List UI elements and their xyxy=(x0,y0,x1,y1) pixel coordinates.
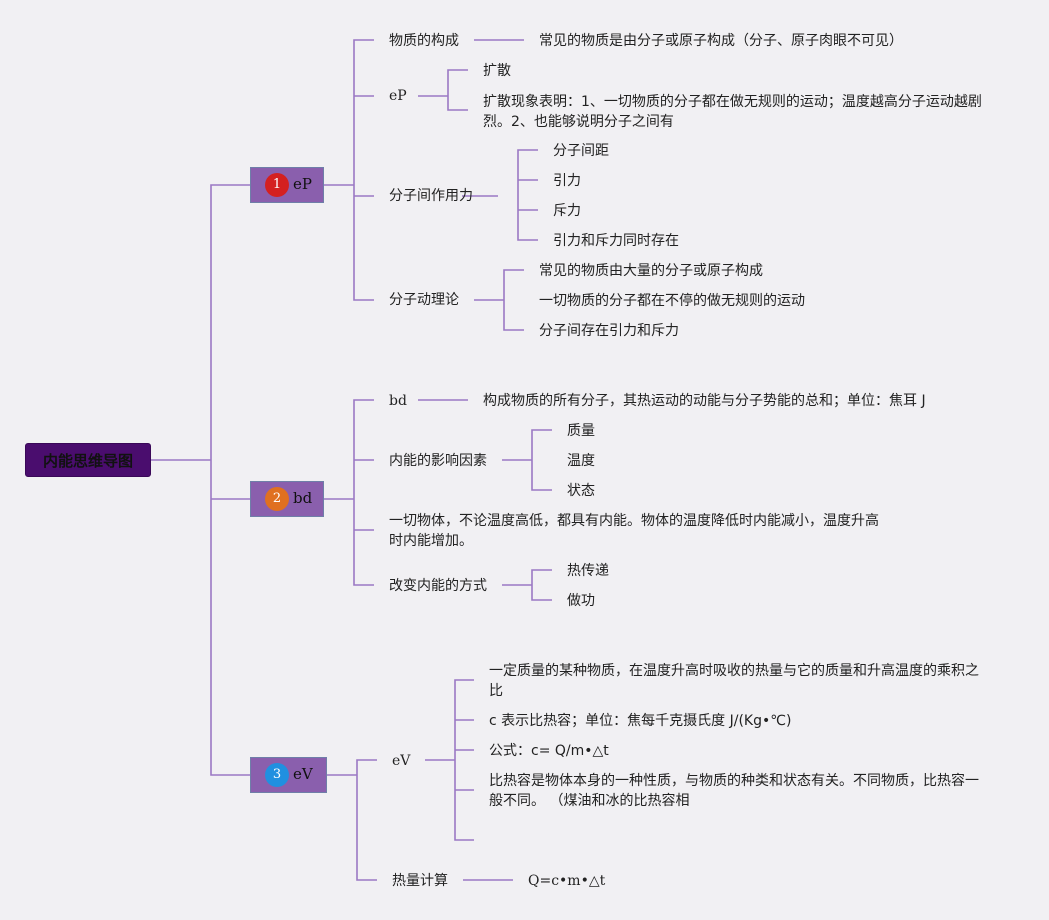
branch2-topic[interactable]: 2 bd xyxy=(250,481,324,517)
branch1-label: eP xyxy=(293,175,312,193)
node-ev-child-1[interactable]: 一定质量的某种物质，在温度升高时吸收的热量与它的质量和升高温度的乘积之比 xyxy=(489,663,979,699)
branch2-label: bd xyxy=(293,489,313,507)
node-factor-3[interactable]: 状态 xyxy=(567,483,595,499)
node-force-child-3[interactable]: 斥力 xyxy=(553,203,581,219)
node-composition[interactable]: 物质的构成 xyxy=(389,33,459,49)
node-kinetic-theory[interactable]: 分子动理论 xyxy=(389,292,459,308)
node-ev-child-3[interactable]: 公式：c= Q/m•△t xyxy=(489,743,609,759)
node-internal-energy-statement[interactable]: 一切物体，不论温度高低，都具有内能。物体的温度降低时内能减小，温度升高时内能增加… xyxy=(389,513,879,549)
node-factor-2[interactable]: 温度 xyxy=(567,453,595,469)
node-factors[interactable]: 内能的影响因素 xyxy=(389,453,487,469)
branch1-topic[interactable]: 1 eP xyxy=(250,167,324,203)
root-node[interactable]: 内能思维导图 xyxy=(25,443,151,477)
node-theory-child-1[interactable]: 常见的物质由大量的分子或原子构成 xyxy=(539,263,763,279)
node-diffusion[interactable]: 扩散 xyxy=(483,63,511,79)
branch2-badge: 2 xyxy=(265,487,289,511)
node-ev-child-2[interactable]: c 表示比热容；单位：焦每千克摄氏度 J/(Kg•℃) xyxy=(489,713,792,729)
node-theory-child-3[interactable]: 分子间存在引力和斥力 xyxy=(539,323,679,339)
node-ev-child-4[interactable]: 比热容是物体本身的一种性质，与物质的种类和状态有关。不同物质，比热容一般不同。 … xyxy=(489,773,979,809)
node-bd[interactable]: bd xyxy=(389,393,407,409)
node-change-1[interactable]: 热传递 xyxy=(567,563,609,579)
node-change-2[interactable]: 做功 xyxy=(567,593,595,609)
node-bd-detail[interactable]: 构成物质的所有分子，其热运动的动能与分子势能的总和；单位：焦耳 J xyxy=(483,393,926,409)
node-ev[interactable]: eV xyxy=(392,753,411,769)
node-molecular-force[interactable]: 分子间作用力 xyxy=(389,188,473,204)
node-heat-calc[interactable]: 热量计算 xyxy=(392,873,448,889)
branch1-badge: 1 xyxy=(265,173,289,197)
node-force-child-1[interactable]: 分子间距 xyxy=(553,143,609,159)
node-change-methods[interactable]: 改变内能的方式 xyxy=(389,578,487,594)
node-ep[interactable]: eP xyxy=(389,88,407,104)
branch3-topic[interactable]: 3 eV xyxy=(250,757,327,793)
node-force-child-2[interactable]: 引力 xyxy=(553,173,581,189)
node-force-child-4[interactable]: 引力和斥力同时存在 xyxy=(553,233,679,249)
node-diffusion-meaning[interactable]: 扩散现象表明：1、一切物质的分子都在做无规则的运动；温度越高分子运动越剧烈。2、… xyxy=(483,94,982,130)
node-factor-1[interactable]: 质量 xyxy=(567,423,595,439)
branch3-badge: 3 xyxy=(265,763,289,787)
node-composition-detail[interactable]: 常见的物质是由分子或原子构成（分子、原子肉眼不可见） xyxy=(539,33,903,49)
node-heat-calc-formula[interactable]: Q=c•m•△t xyxy=(528,873,606,889)
node-theory-child-2[interactable]: 一切物质的分子都在不停的做无规则的运动 xyxy=(539,293,805,309)
branch3-label: eV xyxy=(293,765,313,783)
